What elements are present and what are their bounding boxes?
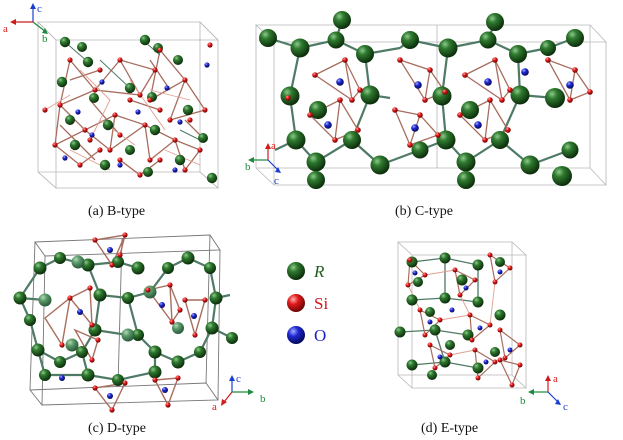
axis-label-a-d: a (212, 401, 217, 413)
caption-d-type: (c) D-type (88, 421, 146, 436)
caption-b-type: (a) B-type (88, 204, 145, 219)
axis-label-c-d: c (236, 373, 241, 385)
axis-label-c-e: c (563, 401, 568, 413)
axis-triad-d: c b a (212, 373, 266, 413)
panel-e-type: a b c (d) E-type (394, 241, 568, 436)
legend-si-swatch (287, 294, 305, 312)
caption-c-type: (b) C-type (395, 204, 453, 219)
panel-b-type: c a b (a) B-type (3, 3, 220, 219)
legend-o-label: O (314, 326, 326, 345)
axis-triad-b: c a b (3, 3, 48, 45)
legend-r-label: R (313, 262, 325, 281)
axis-label-c-b: c (37, 3, 42, 15)
unit-cell-d (29, 234, 221, 406)
axis-label-c-c: c (274, 175, 279, 187)
axis-label-b-b: b (42, 33, 48, 45)
legend-r-swatch (287, 262, 305, 280)
axis-label-a-b: a (3, 23, 8, 35)
caption-e-type: (d) E-type (421, 421, 478, 436)
panel-d-type: c b a (c) D-type (13, 232, 266, 436)
axis-label-b-e: b (520, 395, 526, 407)
axis-label-a-e: a (553, 373, 558, 385)
legend: R Si O (287, 262, 328, 345)
axis-label-b-d: b (260, 393, 266, 405)
panel-c-type: a b c (b) C-type (245, 11, 607, 219)
atoms-c (259, 11, 593, 189)
atoms-b (42, 34, 218, 184)
axis-triad-c: a b c (245, 140, 281, 187)
axis-label-a-c: a (271, 140, 276, 152)
axis-triad-e: a b c (520, 373, 568, 413)
legend-si-label: Si (314, 294, 328, 313)
atoms-e (394, 252, 523, 388)
atoms-d (13, 232, 238, 413)
legend-o-swatch (287, 326, 305, 344)
axis-label-b-c: b (245, 161, 251, 173)
